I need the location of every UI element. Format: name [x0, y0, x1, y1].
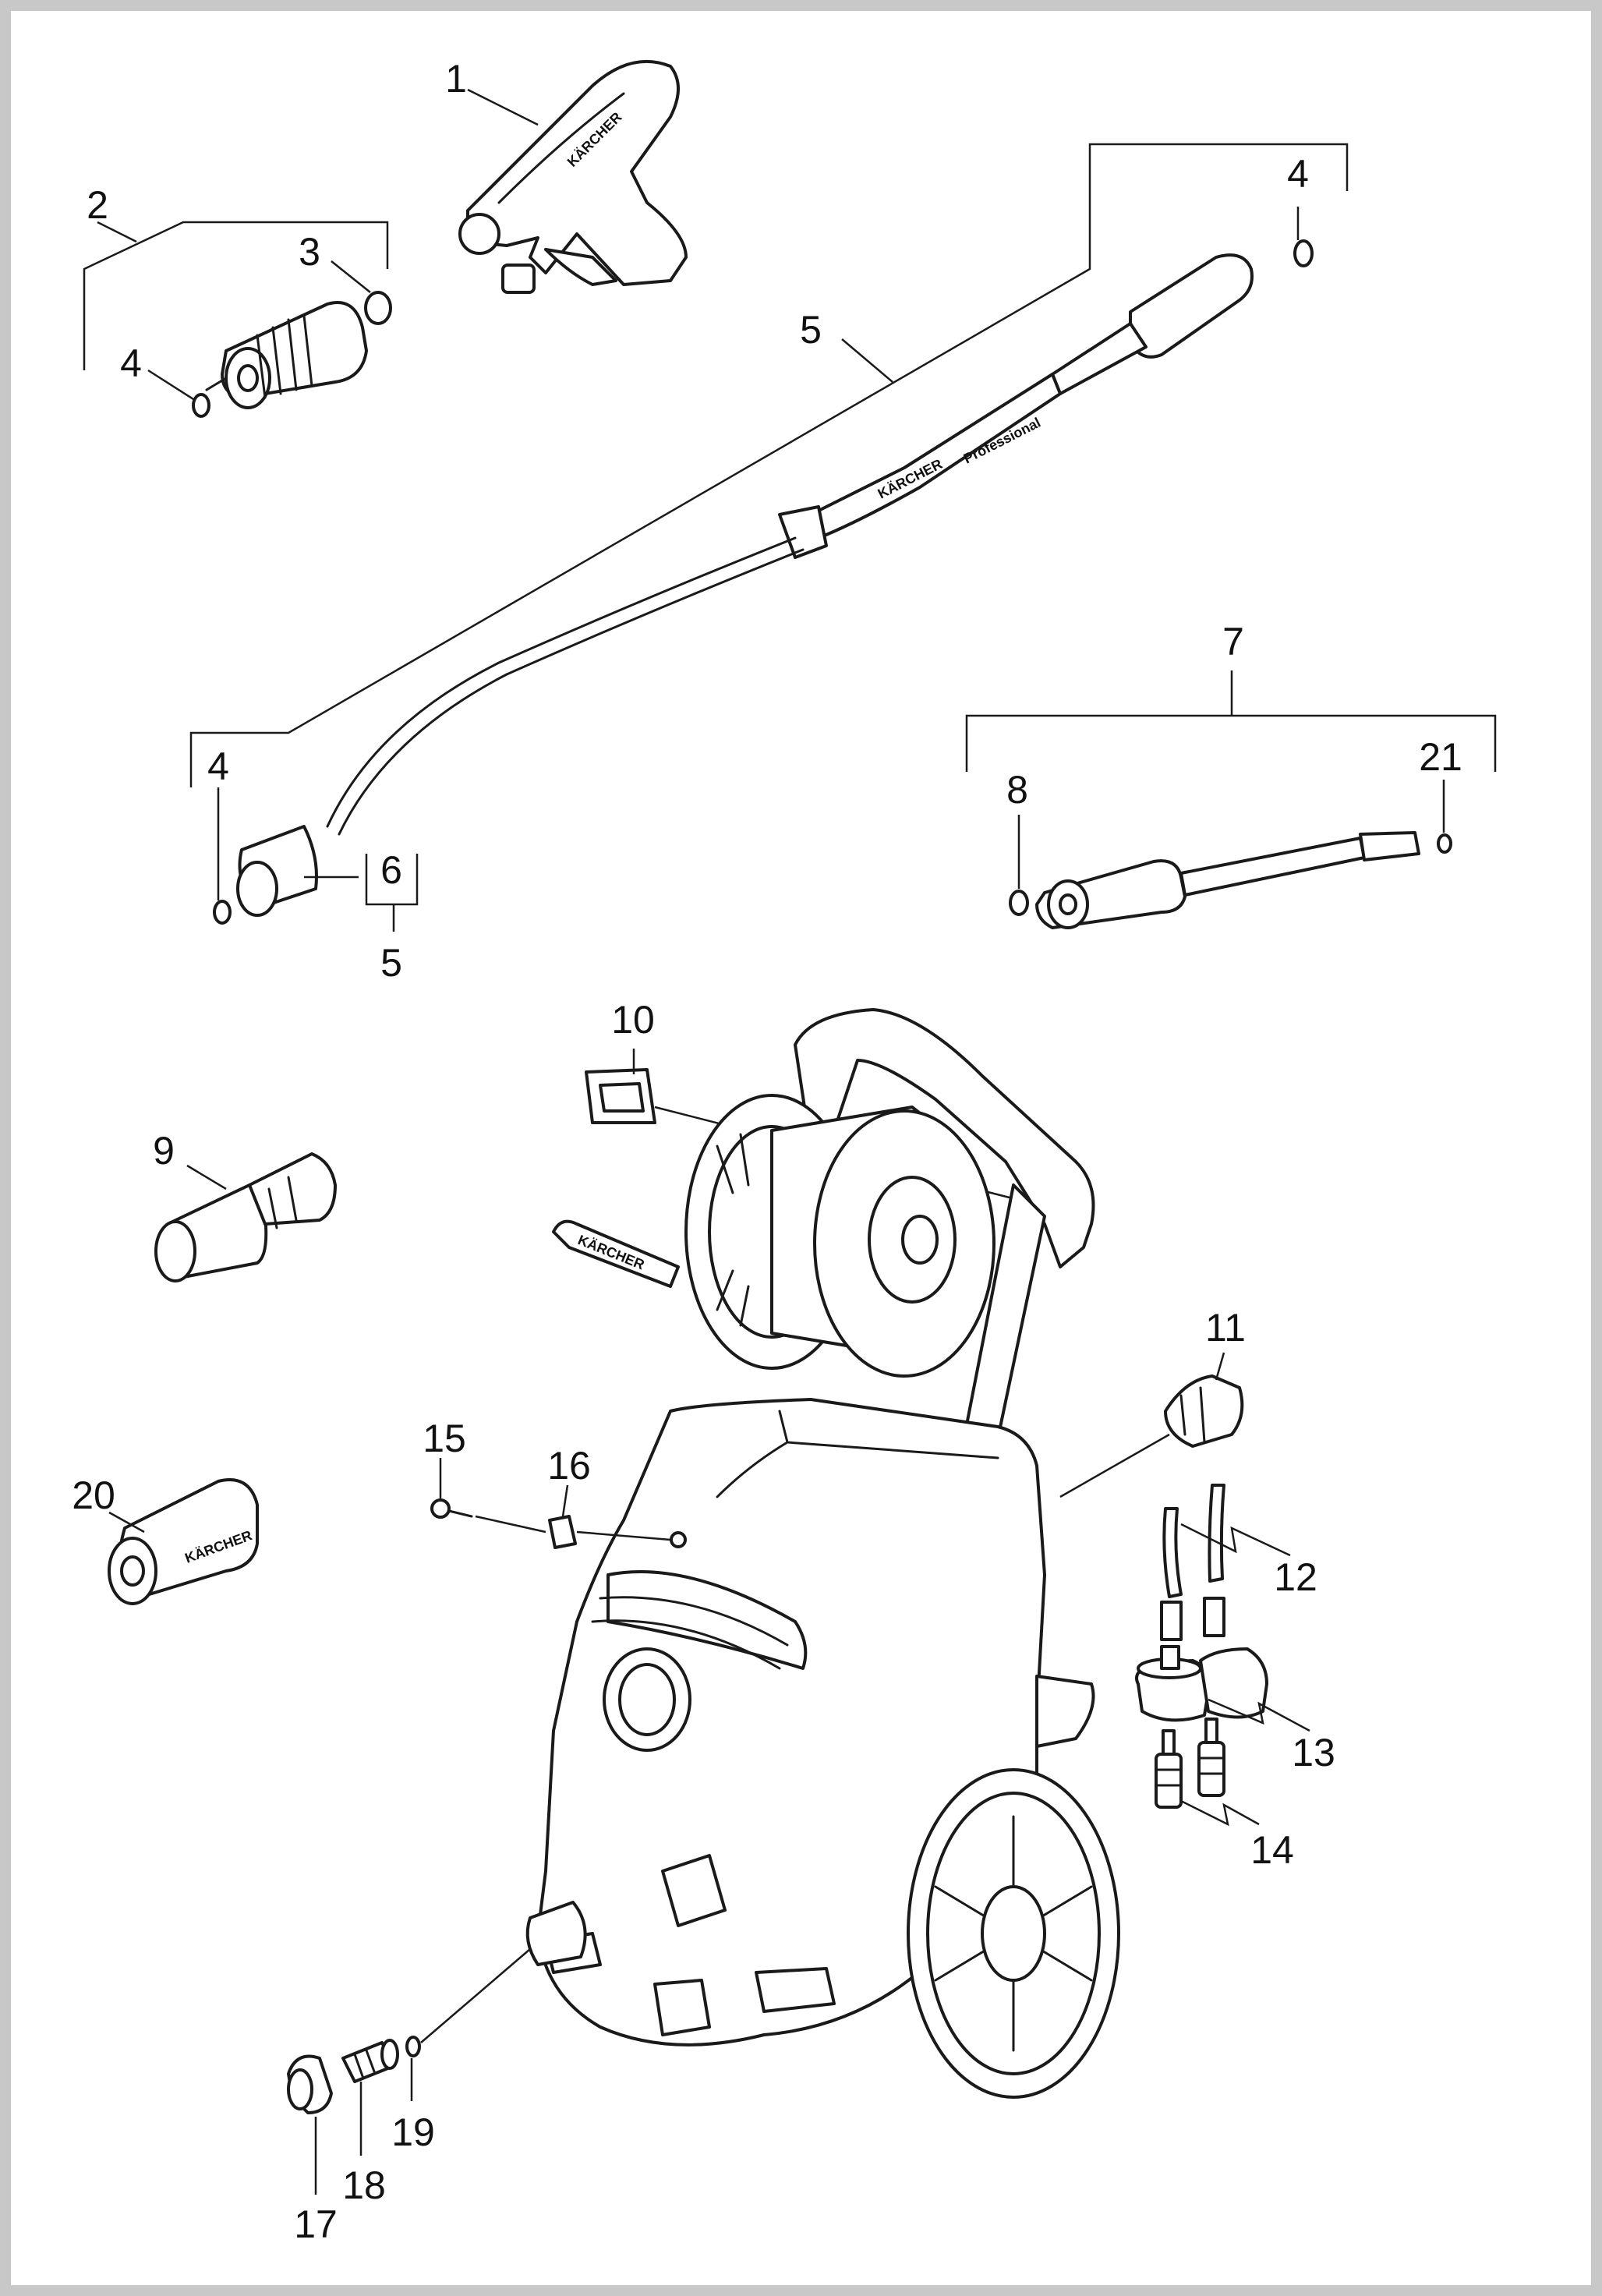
- leader-13: [1208, 1698, 1310, 1732]
- callout-4c: 4: [207, 745, 229, 788]
- part-inlet-nut-17: [287, 2054, 333, 2114]
- part-caps-13: [1135, 1645, 1268, 1722]
- part-o-ring-19: [405, 2036, 421, 2057]
- callout-3: 3: [299, 230, 320, 274]
- callout-4a: 4: [120, 341, 142, 385]
- callout-11: 11: [1205, 1306, 1246, 1350]
- part-nozzle-9: [154, 1152, 337, 1282]
- callout-1: 1: [445, 57, 467, 101]
- callout-9: 9: [153, 1129, 175, 1173]
- part-nut-16: [548, 1515, 577, 1549]
- leader-16: [561, 1484, 569, 1517]
- part-spray-lance: KÄRCHER Professional: [236, 253, 1254, 917]
- leader-11-b: [1059, 1433, 1170, 1498]
- callout-17: 17: [294, 2202, 338, 2246]
- part-body-screw-hole: [670, 1531, 687, 1548]
- callout-8: 8: [1006, 768, 1028, 812]
- leader-11: [1215, 1352, 1225, 1381]
- callout-6: 6: [380, 848, 402, 892]
- leader-20: [108, 1511, 145, 1534]
- leader-9: [186, 1164, 227, 1190]
- callout-5b: 5: [380, 941, 402, 985]
- bracket-6: [304, 854, 419, 932]
- leader-12: [1180, 1523, 1291, 1557]
- leader-16-b: [576, 1530, 671, 1541]
- part-nozzle-20: KÄRCHER: [108, 1478, 259, 1605]
- part-nozzle-2: [205, 301, 368, 409]
- leader-14: [1180, 1799, 1260, 1827]
- callout-18: 18: [342, 2163, 386, 2207]
- callout-5a: 5: [800, 308, 822, 352]
- part-hose-7: [1035, 831, 1420, 929]
- leader-15-b: [475, 1515, 546, 1534]
- callout-7: 7: [1222, 620, 1244, 663]
- callout-16: 16: [547, 1444, 591, 1488]
- part-o-ring-4c: [213, 900, 232, 925]
- callout-12: 12: [1274, 1555, 1317, 1599]
- callout-10: 10: [611, 998, 655, 1042]
- part-o-ring-8: [1009, 890, 1029, 916]
- part-o-ring-4b: [1293, 239, 1314, 267]
- callout-4b: 4: [1287, 152, 1309, 196]
- bracket-5: [189, 143, 1349, 787]
- part-screw-15: [430, 1498, 473, 1519]
- leader-1: [467, 88, 539, 126]
- callout-15: 15: [423, 1417, 466, 1460]
- part-trigger-gun: KÄRCHER: [458, 59, 688, 294]
- part-ring-3: [364, 291, 392, 325]
- part-clip-10: [585, 1068, 656, 1124]
- part-o-ring-4a: [192, 393, 210, 418]
- part-connector-11: [1164, 1374, 1244, 1448]
- callout-2: 2: [87, 183, 108, 227]
- part-main-unit: KÄRCHER: [525, 1008, 1120, 2099]
- leader-19-b: [420, 1948, 531, 2043]
- callout-21: 21: [1419, 735, 1462, 779]
- leader-5a: [841, 338, 893, 383]
- leader-3: [331, 260, 371, 293]
- callout-20: 20: [72, 1473, 115, 1517]
- leader-4a: [147, 369, 194, 401]
- bracket-2: [83, 221, 389, 370]
- callout-19: 19: [391, 2110, 435, 2154]
- part-o-ring-21: [1437, 833, 1452, 854]
- part-filters-14: [1155, 1718, 1225, 1809]
- part-hose-pieces-12: [1160, 1484, 1225, 1641]
- callout-13: 13: [1292, 1731, 1335, 1774]
- callout-14: 14: [1250, 1828, 1294, 1872]
- leader-2: [97, 221, 137, 243]
- bracket-7: [965, 670, 1497, 772]
- part-inlet-fitting-18: [341, 2039, 399, 2083]
